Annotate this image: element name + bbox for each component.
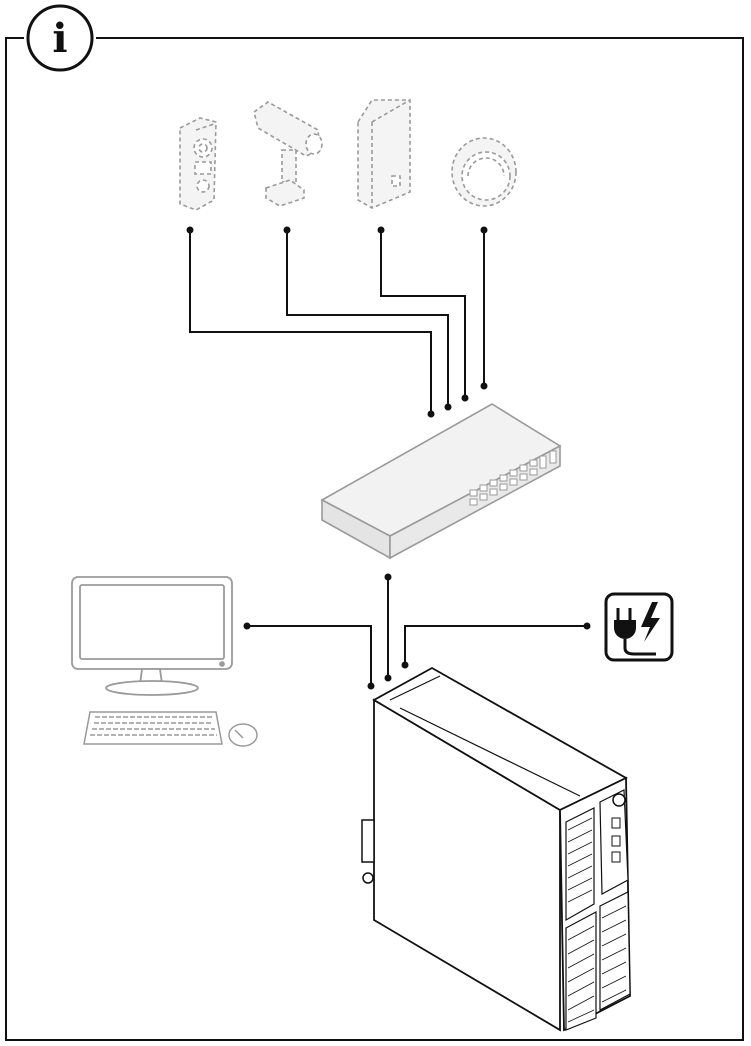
power-button-icon [612, 793, 626, 807]
cable-endpoint [583, 622, 591, 630]
door-station-intercom [179, 117, 217, 211]
cable-endpoint [384, 573, 392, 581]
cable-endpoint [384, 674, 392, 682]
info-glyph: i [52, 15, 67, 62]
usb-port [611, 835, 621, 847]
usb-port [611, 817, 621, 829]
info-icon: i [26, 4, 94, 72]
frame-border [5, 37, 744, 1041]
network-video-recorder [361, 666, 631, 1032]
camera-cables [189, 230, 485, 414]
power-cable [404, 625, 587, 665]
bullet-camera [253, 101, 323, 207]
monitor [71, 576, 233, 696]
mouse [228, 723, 258, 747]
power-plug-icon [604, 592, 674, 662]
cable-endpoint [367, 682, 375, 690]
usb-port [611, 851, 621, 863]
cable-endpoint [243, 622, 251, 630]
switch-ports [469, 450, 557, 506]
keyboard [83, 711, 223, 745]
network-switch [320, 403, 562, 560]
monitor-to-recorder-cable [247, 625, 372, 686]
front-vent [567, 817, 627, 1023]
cable-endpoints [186, 226, 488, 418]
access-control-reader [357, 99, 411, 209]
cable-endpoint [401, 661, 409, 669]
dome-camera [451, 137, 517, 207]
